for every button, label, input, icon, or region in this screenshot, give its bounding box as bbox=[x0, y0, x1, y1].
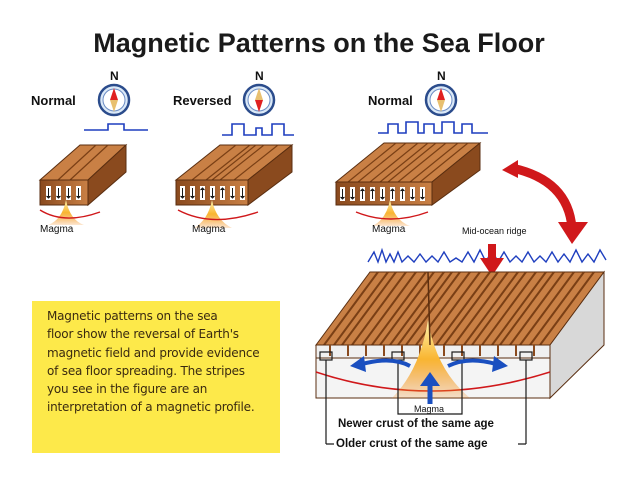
plate-edge bbox=[355, 211, 429, 220]
plate-edge bbox=[177, 209, 259, 221]
older-crust-label: Older crust of the same age bbox=[336, 438, 487, 450]
crust-block bbox=[38, 143, 128, 207]
newer-crust-bracket bbox=[397, 360, 463, 415]
caption-line: magnetic field and provide evidence bbox=[47, 345, 260, 360]
north-label: N bbox=[110, 69, 119, 83]
page-title: Magnetic Patterns on the Sea Floor bbox=[93, 28, 545, 58]
compass-icon bbox=[424, 83, 458, 117]
magnetic-profile-line bbox=[367, 247, 607, 265]
magnetic-profile-line bbox=[222, 123, 294, 136]
compass-icon bbox=[242, 83, 276, 117]
older-crust-bracket bbox=[325, 360, 527, 444]
caption-line: interpretation of a magnetic profile. bbox=[47, 400, 255, 415]
crust-block bbox=[334, 141, 482, 206]
caption-box: Magnetic patterns on the sea floor show … bbox=[32, 301, 280, 453]
stage-1-normal: Normal N Magma bbox=[31, 69, 148, 235]
caption-line: of sea floor spreading. The stripes bbox=[47, 363, 245, 378]
state-label-normal-2: Normal bbox=[368, 93, 413, 108]
stage-3-normal: Normal N bbox=[334, 69, 488, 235]
crust-block bbox=[174, 143, 294, 206]
curved-arrow-icon bbox=[502, 160, 588, 244]
ridge-pointer-icon bbox=[480, 244, 504, 276]
magma-plume bbox=[48, 200, 84, 225]
spreading-arrows bbox=[350, 356, 508, 404]
magma-plume bbox=[372, 200, 410, 226]
magma-label-2: Magma bbox=[192, 224, 226, 235]
mid-ocean-ridge-label: Mid-ocean ridge bbox=[462, 226, 527, 236]
magma-plume bbox=[392, 320, 470, 398]
north-label: N bbox=[437, 69, 446, 83]
magnetic-profile-line bbox=[84, 123, 148, 131]
magma-label-4: Magma bbox=[414, 404, 444, 414]
magma-label-1: Magma bbox=[40, 224, 74, 235]
state-label-reversed: Reversed bbox=[173, 93, 232, 108]
caption-line: floor show the reversal of Earth's bbox=[47, 327, 239, 342]
magnetic-profile-line bbox=[378, 121, 488, 134]
newer-crust-label: Newer crust of the same age bbox=[338, 418, 494, 430]
plate-edge bbox=[39, 209, 101, 219]
sea-floor-block bbox=[315, 270, 605, 400]
magma-plume bbox=[194, 200, 232, 228]
compass-icon bbox=[97, 83, 131, 117]
state-label-normal-1: Normal bbox=[31, 93, 76, 108]
north-label: N bbox=[255, 69, 264, 83]
caption-line: you see in the figure are an bbox=[47, 382, 208, 397]
magma-label-3: Magma bbox=[372, 224, 406, 235]
stage-2-reversed: Reversed N bbox=[173, 69, 294, 235]
caption-line: Magnetic patterns on the sea bbox=[47, 309, 218, 323]
